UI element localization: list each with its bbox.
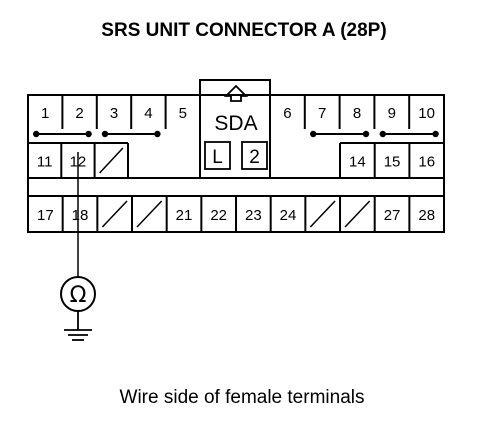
pin-cell: 1 (41, 105, 49, 122)
sda-label: SDA (214, 112, 257, 135)
pin-cell: 23 (235, 196, 262, 232)
pin-cell: 3 (95, 95, 118, 129)
pin-number: 8 (353, 105, 361, 122)
pin-number: 5 (179, 105, 187, 122)
ground-icon (64, 311, 92, 341)
pin-cell: 27 (373, 196, 401, 232)
pin-cell: 7 (303, 95, 326, 129)
pin-number: 9 (388, 105, 396, 122)
blank-terminal (304, 196, 336, 232)
pin-number: 17 (37, 207, 54, 224)
blank-terminal (131, 196, 163, 232)
blank-terminal (93, 143, 124, 178)
pin-number: 4 (144, 105, 152, 122)
diagram-caption: Wire side of female terminals (120, 387, 365, 408)
pin-number: 14 (349, 154, 366, 171)
shorting-bar (33, 130, 92, 138)
pin-number: 15 (384, 154, 401, 171)
pin-cell: 24 (269, 196, 297, 232)
key-box-2 (241, 141, 268, 170)
blank-terminal (339, 196, 371, 232)
key-label-l: L (212, 147, 223, 168)
shorting-bar (310, 130, 370, 138)
pin-number: 3 (110, 105, 118, 122)
pin-number: 28 (418, 207, 435, 224)
pin-number: 23 (245, 207, 262, 224)
pin-number: 24 (280, 207, 297, 224)
pin-number: 10 (418, 105, 435, 122)
pin-cell: 21 (165, 196, 193, 232)
pin-cell: 18 (61, 196, 89, 232)
shorting-bar (379, 130, 439, 138)
pin-number: 27 (384, 207, 401, 224)
pin-cell: 12 (60, 143, 86, 178)
ohmmeter-symbol: Ω (70, 283, 87, 308)
pin-number: 11 (37, 154, 53, 171)
diagram-title: SRS UNIT CONNECTOR A (28P) (101, 20, 386, 41)
pin-cell: 11 (37, 154, 53, 171)
pin-number: 2 (75, 105, 83, 122)
pin-number: 1 (41, 105, 49, 122)
pin-number: 18 (72, 207, 89, 224)
pin-number: 16 (418, 154, 435, 171)
blank-terminal (96, 196, 128, 232)
key-box-l (204, 141, 231, 170)
pin-number: 21 (176, 207, 193, 224)
pin-cell: 4 (130, 95, 153, 129)
pin-cell: 6 (283, 105, 291, 122)
pin-cell: 9 (373, 95, 396, 129)
pin-cell: 22 (200, 196, 227, 232)
pin-cell: 16 (408, 143, 435, 178)
pin-number: 22 (210, 207, 227, 224)
key-label-2: 2 (249, 147, 260, 168)
pin-cell: 15 (373, 143, 401, 178)
pin-cell: 10 (408, 95, 435, 129)
shorting-bar (101, 130, 161, 138)
pin-cell: 5 (164, 95, 187, 129)
pin-cell: 28 (408, 196, 435, 232)
shorting-bars (33, 130, 439, 138)
pin-number: 6 (283, 105, 291, 122)
pin-number: 7 (318, 105, 326, 122)
lock-tab-arrow-icon (223, 84, 249, 102)
pin-cell: 14 (339, 143, 366, 178)
pin-cell: 17 (37, 207, 54, 224)
pin-cell: 8 (338, 95, 361, 129)
pin-cell: 2 (61, 95, 84, 129)
